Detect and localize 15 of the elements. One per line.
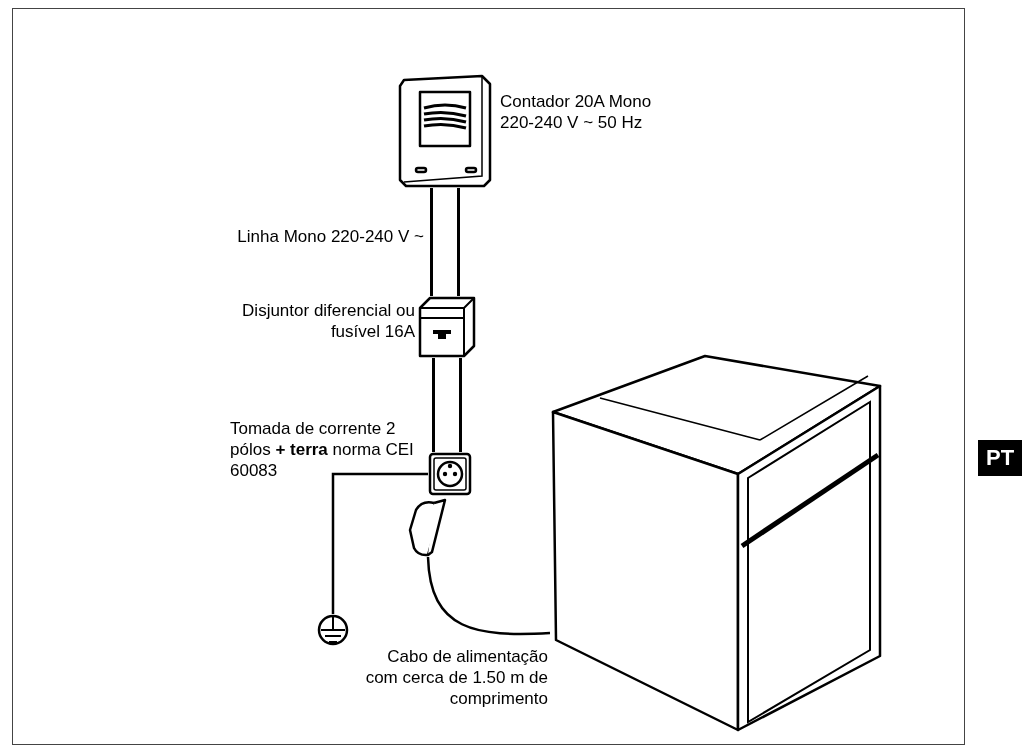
breaker-label: Disjuntor diferencial ou fusível 16A	[241, 300, 415, 342]
cable-conduit	[432, 358, 462, 452]
cable	[426, 556, 551, 636]
cable-conduit	[430, 188, 460, 296]
oven-drawing	[550, 352, 884, 734]
wall-socket-drawing	[428, 452, 472, 496]
earth-symbol	[317, 614, 349, 646]
edge-label: Cabo de alimentação com cerca de 1.50 m de comprimento	[364, 646, 548, 709]
meter-label: Contador 20A Mono 220-240 V ~ 50 Hz	[500, 91, 653, 133]
edge-label: Linha Mono 220-240 V ~	[236, 226, 424, 247]
circuit-breaker-drawing	[418, 296, 476, 358]
cable	[331, 472, 428, 614]
language-tag: PT	[978, 440, 1023, 476]
electric-meter-drawing	[398, 72, 492, 188]
socket-label: Tomada de corrente 2 pólos + terra norma CEI 60083	[230, 418, 415, 481]
